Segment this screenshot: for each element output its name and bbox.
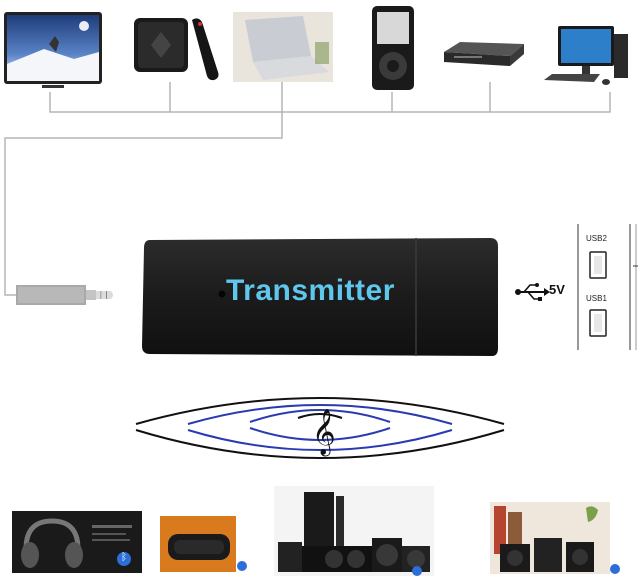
tv-box-device [130, 8, 224, 82]
usb-port-panel: USB2 USB1 [574, 222, 640, 352]
wave-core-top [297, 413, 343, 419]
usb2-label: USB2 [586, 234, 607, 243]
tv-device [4, 4, 102, 92]
wave-middle-top [187, 404, 453, 425]
laptop-icon [233, 12, 333, 82]
tv-box-icon [134, 18, 219, 81]
dvd-player-icon [444, 42, 524, 66]
wave-middle-bottom [187, 429, 453, 451]
laptop-device [233, 12, 333, 82]
headphones-icon [12, 511, 142, 573]
bluetooth-badge [610, 564, 620, 574]
wave-outer-top [135, 397, 505, 425]
desktop-pc-device [544, 24, 630, 90]
desktop-pc-icon [544, 26, 628, 85]
bluetooth-icon: ᛒ [121, 552, 127, 563]
bluetooth-speaker-icon [160, 516, 247, 572]
usb1-label: USB1 [586, 294, 607, 303]
headphones-device: ᛒ [12, 511, 142, 573]
home-theater-device [274, 486, 434, 576]
transmitter-label: Transmitter [226, 274, 395, 307]
power-label: 5V [549, 282, 565, 297]
mp3-player-device [370, 4, 416, 92]
wave-inner-bottom [249, 427, 391, 441]
audio-jack [16, 284, 116, 306]
bluetooth-speaker-device [160, 516, 248, 572]
transmitter-device: Transmitter [140, 234, 500, 360]
wave-inner-top [249, 409, 391, 423]
wave-outer-bottom [135, 429, 505, 459]
tv-icon [4, 12, 102, 88]
usb-symbol [514, 280, 550, 304]
usb-icon [515, 283, 550, 301]
dvd-player-device [440, 38, 526, 72]
transmitter-body [142, 238, 498, 356]
audio-jack-icon [16, 285, 113, 305]
mp3-player-icon [372, 6, 414, 90]
speaker-system-device [490, 502, 610, 574]
sound-waves [135, 397, 505, 459]
bluetooth-badge [412, 566, 422, 576]
speaker-system-icon [490, 502, 610, 574]
treble-clef-icon: 𝄞 [312, 409, 336, 455]
home-theater-icon [274, 486, 434, 576]
